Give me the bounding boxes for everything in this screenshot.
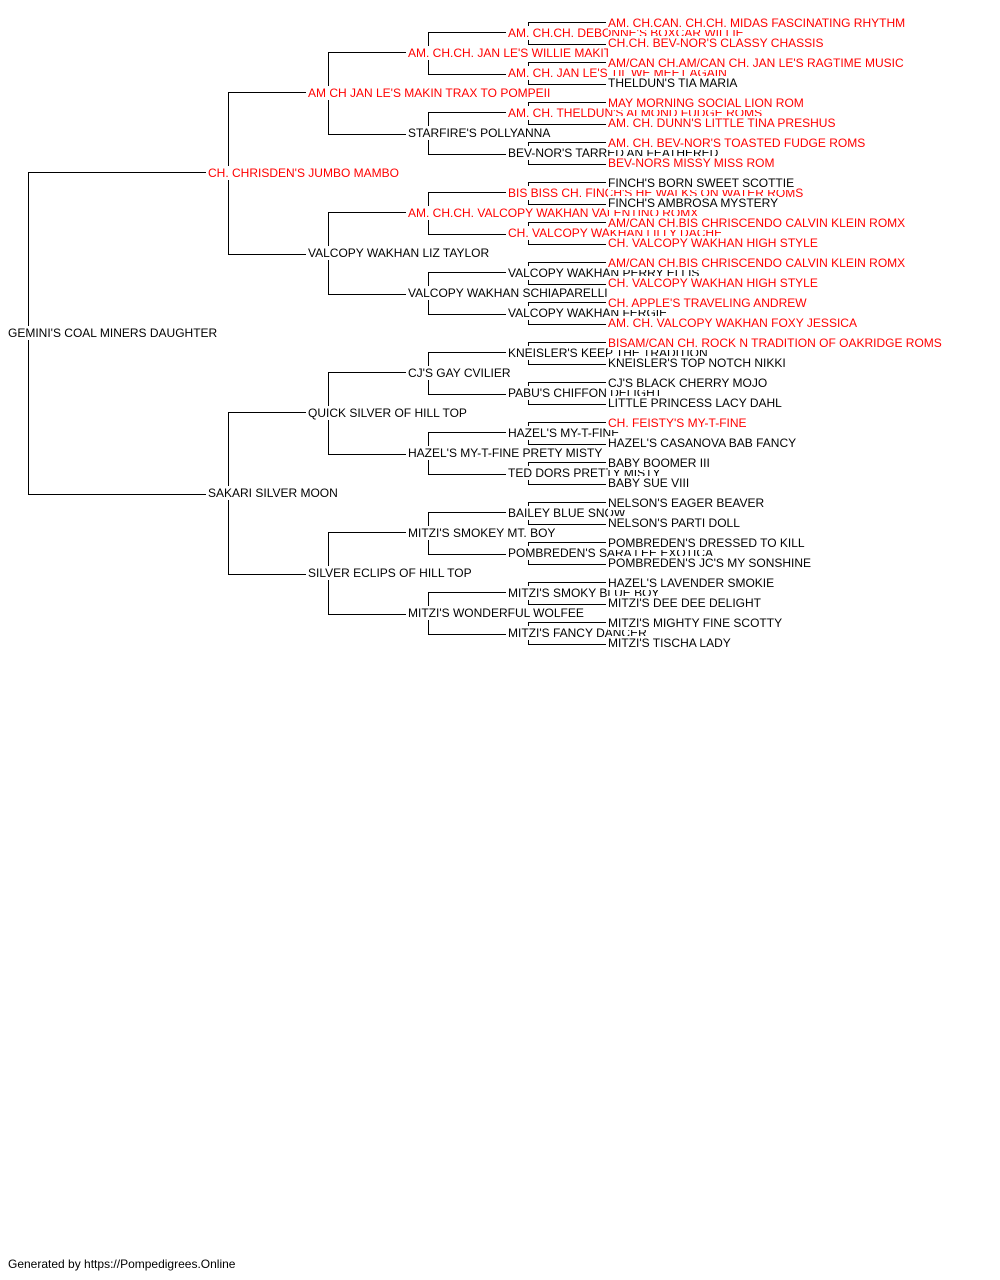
pedigree-ancestor-name: AM/CAN CH.AM/CAN CH. JAN LE'S RAGTIME MU… — [608, 56, 905, 70]
pedigree-ancestor-name: CH.CH. BEV-NOR'S CLASSY CHASSIS — [608, 36, 825, 50]
pedigree-ancestor-name: CJ'S BLACK CHERRY MOJO — [608, 376, 769, 390]
pedigree-ancestor-name: BISAM/CAN CH. ROCK N TRADITION OF OAKRID… — [608, 336, 943, 350]
pedigree-ancestor-name: AM/CAN CH.BIS CHRISCENDO CALVIN KLEIN RO… — [608, 256, 907, 270]
pedigree-ancestor-name: BEV-NORS MISSY MISS ROM — [608, 156, 776, 170]
pedigree-ancestor-name: CH. FEISTY'S MY-T-FINE — [608, 416, 748, 430]
pedigree-ancestor-name: THELDUN'S TIA MARIA — [608, 76, 739, 90]
pedigree-ancestor-name: AM. CH. DUNN'S LITTLE TINA PRESHUS — [608, 116, 837, 130]
pedigree-ancestor-name: AM. CH.CAN. CH.CH. MIDAS FASCINATING RHY… — [608, 16, 907, 30]
pedigree-ancestor-name: SAKARI SILVER MOON — [208, 486, 339, 500]
pedigree-ancestor-name: HAZEL'S CASANOVA BAB FANCY — [608, 436, 798, 450]
pedigree-ancestor-name: POMBREDEN'S DRESSED TO KILL — [608, 536, 806, 550]
pedigree-ancestor-name: NELSON'S PARTI DOLL — [608, 516, 741, 530]
generated-by-footer: Generated by https://Pompedigrees.Online — [8, 1257, 236, 1271]
pedigree-ancestor-name: FINCH'S AMBROSA MYSTERY — [608, 196, 780, 210]
pedigree-ancestor-name: CH. APPLE'S TRAVELING ANDREW — [608, 296, 808, 310]
pedigree-ancestor-name: KNEISLER'S TOP NOTCH NIKKI — [608, 356, 787, 370]
pedigree-ancestor-name: HAZEL'S LAVENDER SMOKIE — [608, 576, 776, 590]
pedigree-ancestor-name: MITZI'S WONDERFUL WOLFEE — [408, 606, 585, 620]
pedigree-ancestor-name: POMBREDEN'S JC'S MY SONSHINE — [608, 556, 813, 570]
pedigree-ancestor-name: HAZEL'S MY-T-FINE — [508, 426, 621, 440]
pedigree-ancestor-name: CH. VALCOPY WAKHAN HIGH STYLE — [608, 276, 819, 290]
pedigree-ancestor-name: AM/CAN CH.BIS CHRISCENDO CALVIN KLEIN RO… — [608, 216, 907, 230]
pedigree-ancestor-name: VALCOPY WAKHAN LIZ TAYLOR — [308, 246, 491, 260]
pedigree-ancestor-name: STARFIRE'S POLLYANNA — [408, 126, 552, 140]
pedigree-ancestor-name: AM CH JAN LE'S MAKIN TRAX TO POMPEII — [308, 86, 552, 100]
pedigree-ancestor-name: LITTLE PRINCESS LACY DAHL — [608, 396, 783, 410]
pedigree-ancestor-name: AM. CH. VALCOPY WAKHAN FOXY JESSICA — [608, 316, 858, 330]
pedigree-ancestor-name: MITZI'S DEE DEE DELIGHT — [608, 596, 762, 610]
pedigree-ancestor-name: CH. CHRISDEN'S JUMBO MAMBO — [208, 166, 400, 180]
subject-dog-name: GEMINI'S COAL MINERS DAUGHTER — [8, 326, 219, 340]
pedigree-ancestor-name: FINCH'S BORN SWEET SCOTTIE — [608, 176, 796, 190]
pedigree-ancestor-name: MAY MORNING SOCIAL LION ROM — [608, 96, 805, 110]
pedigree-ancestor-name: CH. VALCOPY WAKHAN HIGH STYLE — [608, 236, 819, 250]
pedigree-ancestor-name: HAZEL'S MY-T-FINE PRETY MISTY — [408, 446, 604, 460]
pedigree-ancestor-name: CJ'S GAY CVILIER — [408, 366, 512, 380]
pedigree-ancestor-name: MITZI'S TISCHA LADY — [608, 636, 732, 650]
pedigree-ancestor-name: AM. CH.CH. JAN LE'S WILLIE MAKIT — [408, 46, 612, 60]
pedigree-ancestor-name: BABY BOOMER III — [608, 456, 711, 470]
pedigree-ancestor-name: MITZI'S MIGHTY FINE SCOTTY — [608, 616, 784, 630]
pedigree-ancestor-name: VALCOPY WAKHAN SCHIAPARELLI — [408, 286, 609, 300]
pedigree-ancestor-name: BAILEY BLUE SNOW — [508, 506, 627, 520]
pedigree-ancestor-name: QUICK SILVER OF HILL TOP — [308, 406, 468, 420]
pedigree-ancestor-name: AM. CH. BEV-NOR'S TOASTED FUDGE ROMS — [608, 136, 867, 150]
pedigree-ancestor-name: SILVER ECLIPS OF HILL TOP — [308, 566, 473, 580]
pedigree-ancestor-name: NELSON'S EAGER BEAVER — [608, 496, 766, 510]
pedigree-ancestor-name: BABY SUE VIII — [608, 476, 691, 490]
pedigree-ancestor-name: MITZI'S SMOKEY MT. BOY — [408, 526, 557, 540]
